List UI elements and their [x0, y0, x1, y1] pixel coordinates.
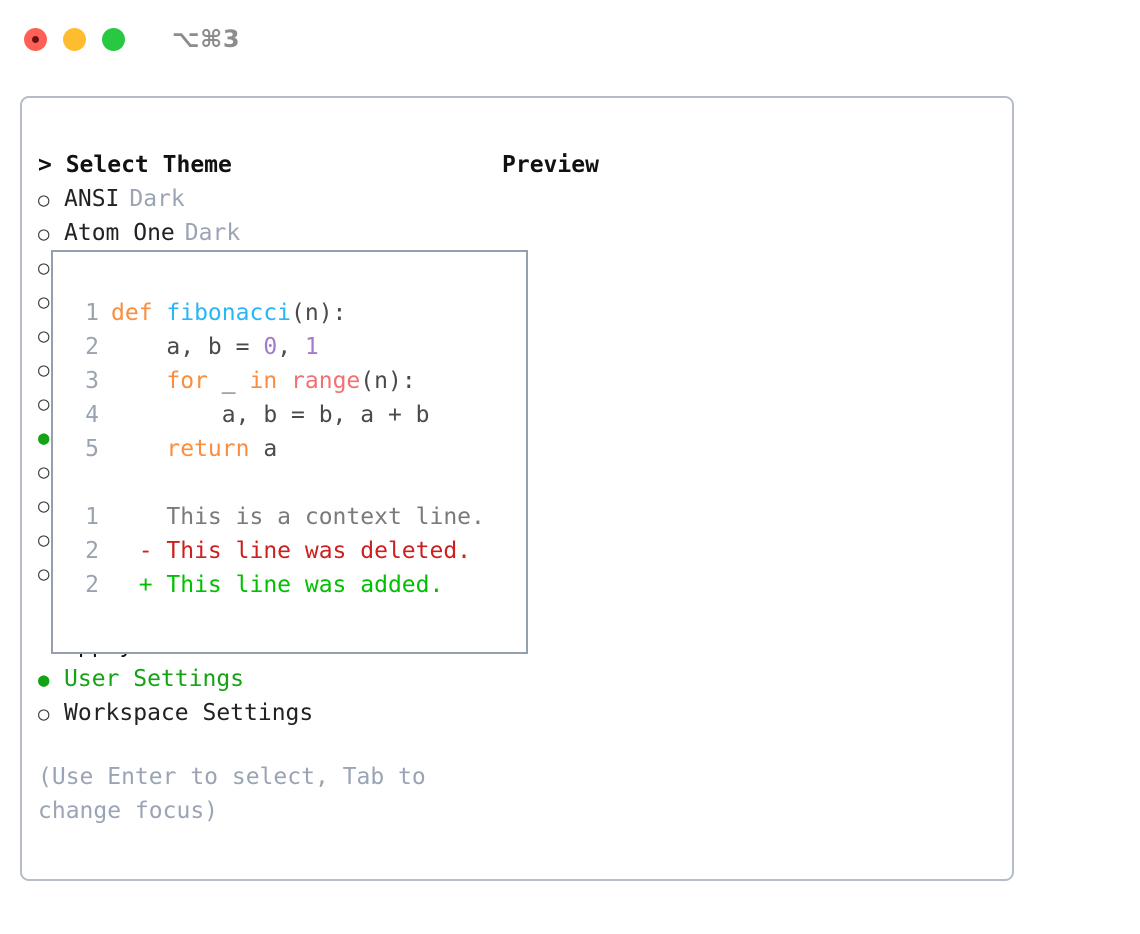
radio-unselected-icon: ○: [38, 359, 50, 381]
radio-unselected-icon: ○: [38, 703, 50, 725]
token-pln: [277, 368, 291, 394]
line-number: 1: [85, 300, 99, 326]
keyboard-shortcut-label: ⌥⌘3: [172, 25, 241, 53]
radio-selected-icon: ●: [38, 669, 50, 691]
line-number: 2: [85, 572, 99, 598]
line-number: 2: [85, 538, 99, 564]
code-line: 4 a, b = b, a + b: [69, 398, 485, 432]
code-text: a, b = 0, 1: [111, 330, 319, 364]
token-num: 1: [304, 334, 319, 360]
diff-sample: 1 This is a context line.2 - This line w…: [69, 500, 485, 602]
line-number: 5: [85, 436, 99, 462]
radio-unselected-icon: ○: [38, 257, 50, 279]
preview-heading: Preview: [502, 152, 599, 178]
token-kw: return: [166, 436, 250, 462]
title-bar: ⌥⌘3: [0, 0, 1140, 78]
apply-to-option-workspace-settings[interactable]: ○ Workspace Settings: [38, 696, 498, 730]
diff-text: This line was deleted.: [166, 538, 472, 564]
window-controls: [24, 27, 125, 51]
token-kw: for: [166, 368, 208, 394]
radio-unselected-icon: ○: [38, 461, 50, 483]
code-line: 5 return a: [69, 432, 485, 466]
code-line: 2 a, b = 0, 1: [69, 330, 485, 364]
code-line: 1 def fibonacci(n):: [69, 296, 485, 330]
code-text: def fibonacci(n):: [111, 296, 346, 330]
radio-unselected-icon: ○: [38, 325, 50, 347]
diff-line-del: 2 - This line was deleted.: [69, 534, 485, 568]
theme-name: Atom One: [64, 220, 175, 246]
keyboard-hint-text: (Use Enter to select, Tab to change focu…: [38, 764, 440, 824]
apply-to-list: ● User Settings ○ Workspace Settings: [38, 662, 498, 730]
radio-unselected-icon: ○: [38, 291, 50, 313]
token-pln: [111, 368, 166, 394]
diff-text: This line was added.: [166, 572, 444, 598]
token-pln: ,: [277, 334, 305, 360]
preview-column: Preview: [502, 148, 1002, 182]
token-pln: a, b =: [111, 334, 264, 360]
theme-option-atom-one[interactable]: ○ Atom One Dark: [38, 216, 498, 250]
token-num: 0: [263, 334, 278, 360]
token-kw: in: [249, 368, 278, 394]
theme-option-ansi[interactable]: ○ ANSI Dark: [38, 182, 498, 216]
apply-to-name: Workspace Settings: [64, 700, 314, 726]
code-blank-line: [69, 466, 485, 500]
select-theme-heading: > Select Theme: [38, 152, 232, 178]
code-text: for _ in range(n):: [111, 364, 416, 398]
line-number: 2: [85, 334, 99, 360]
token-kw: def: [111, 300, 167, 326]
radio-unselected-icon: ○: [38, 189, 50, 211]
radio-unselected-icon: ○: [38, 223, 50, 245]
theme-name: ANSI: [64, 186, 120, 212]
apply-to-option-user-settings[interactable]: ● User Settings: [38, 662, 498, 696]
diff-sign: [111, 500, 166, 534]
line-number: 4: [85, 402, 99, 428]
token-pln: a, b = b, a + b: [111, 402, 430, 428]
token-pln: a: [249, 436, 278, 462]
radio-unselected-icon: ○: [38, 495, 50, 517]
radio-selected-icon: ●: [38, 427, 50, 449]
diff-line-ctx: 1 This is a context line.: [69, 500, 485, 534]
radio-unselected-icon: ○: [38, 393, 50, 415]
spacer: [38, 730, 498, 760]
diff-line-add: 2 + This line was added.: [69, 568, 485, 602]
token-pln: [111, 436, 166, 462]
code-text: a, b = b, a + b: [111, 398, 430, 432]
radio-unselected-icon: ○: [38, 529, 50, 551]
diff-sign: -: [111, 538, 167, 564]
diff-text: This is a context line.: [166, 504, 485, 530]
theme-variant-tag: Dark: [129, 186, 185, 212]
token-pln: (n):: [360, 368, 416, 394]
token-pln: _: [207, 368, 250, 394]
theme-variant-tag: Dark: [184, 220, 241, 246]
code-line: 3 for _ in range(n):: [69, 364, 485, 398]
maximize-icon[interactable]: [102, 27, 125, 51]
token-call: range: [291, 368, 361, 394]
code-text: return a: [111, 432, 277, 466]
diff-sign: +: [111, 572, 167, 598]
token-fn: fibonacci: [166, 300, 292, 326]
token-pln: (n):: [291, 300, 347, 326]
apply-to-name: User Settings: [64, 666, 245, 692]
line-number: 3: [85, 368, 99, 394]
minimize-icon[interactable]: [63, 27, 86, 51]
radio-unselected-icon: ○: [38, 563, 50, 585]
line-number: 1: [85, 504, 99, 530]
close-icon[interactable]: [24, 27, 47, 51]
